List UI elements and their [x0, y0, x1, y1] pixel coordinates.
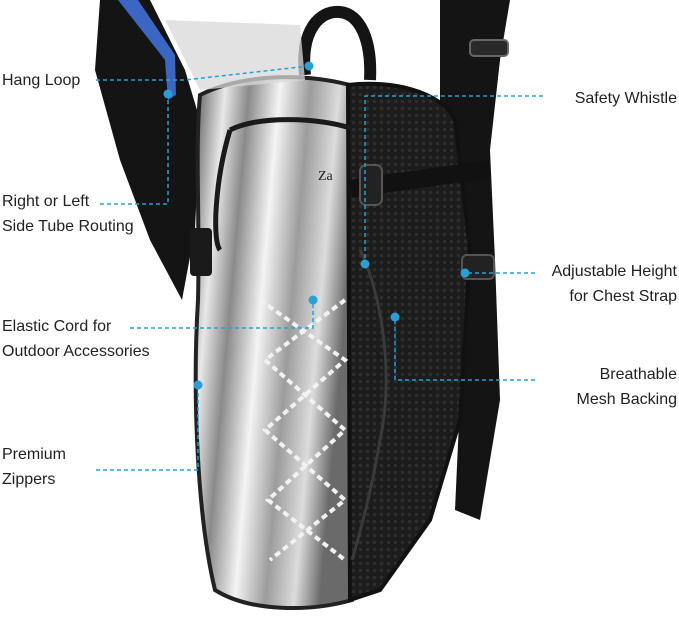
callout-zippers-line2: Zippers	[2, 471, 56, 488]
safety-whistle	[359, 164, 383, 206]
callout-elastic-cord: Elastic Cord for Outdoor Accessories	[2, 314, 150, 364]
callout-mesh-backing-line2: Mesh Backing	[576, 391, 678, 408]
callout-chest-strap: Adjustable Height for Chest Strap	[552, 259, 677, 309]
callout-lines	[96, 65, 543, 471]
callout-mesh-backing: Breathable Mesh Backing	[577, 362, 678, 412]
bag-body-metallic	[193, 75, 355, 610]
callout-side-tube: Right or Left Side Tube Routing	[2, 189, 134, 239]
front-pocket-zipper	[213, 117, 351, 252]
water-tube	[118, 0, 176, 100]
callout-elastic-cord-line2: Outdoor Accessories	[2, 343, 150, 360]
callout-chest-strap-line1: Adjustable Height	[551, 263, 677, 280]
top-window-metallic	[165, 20, 305, 90]
callout-side-tube-line2: Side Tube Routing	[2, 218, 134, 235]
top-buckle	[469, 39, 509, 57]
callout-side-tube-line1: Right or Left	[2, 193, 90, 210]
callout-dots	[163, 61, 470, 390]
chest-strap	[349, 160, 491, 198]
hang-loop	[298, 5, 377, 81]
mesh-side-panel	[350, 249, 388, 561]
callout-mesh-backing-line1: Breathable	[599, 366, 677, 383]
callout-hang-loop-line1: Hang Loop	[2, 72, 81, 89]
callout-zippers-line1: Premium	[2, 446, 67, 463]
elastic-cord	[258, 298, 349, 562]
callout-whistle: Safety Whistle	[575, 86, 677, 111]
mesh-back-panel	[345, 81, 473, 603]
callout-chest-strap-line2: for Chest Strap	[569, 288, 677, 305]
callout-hang-loop: Hang Loop	[2, 68, 80, 93]
callout-elastic-cord-line1: Elastic Cord for	[2, 318, 112, 335]
callout-whistle-line1: Safety Whistle	[574, 90, 677, 107]
brand-mark: Za	[318, 169, 334, 184]
side-buckle	[190, 228, 212, 276]
callout-zippers: Premium Zippers	[2, 442, 66, 492]
